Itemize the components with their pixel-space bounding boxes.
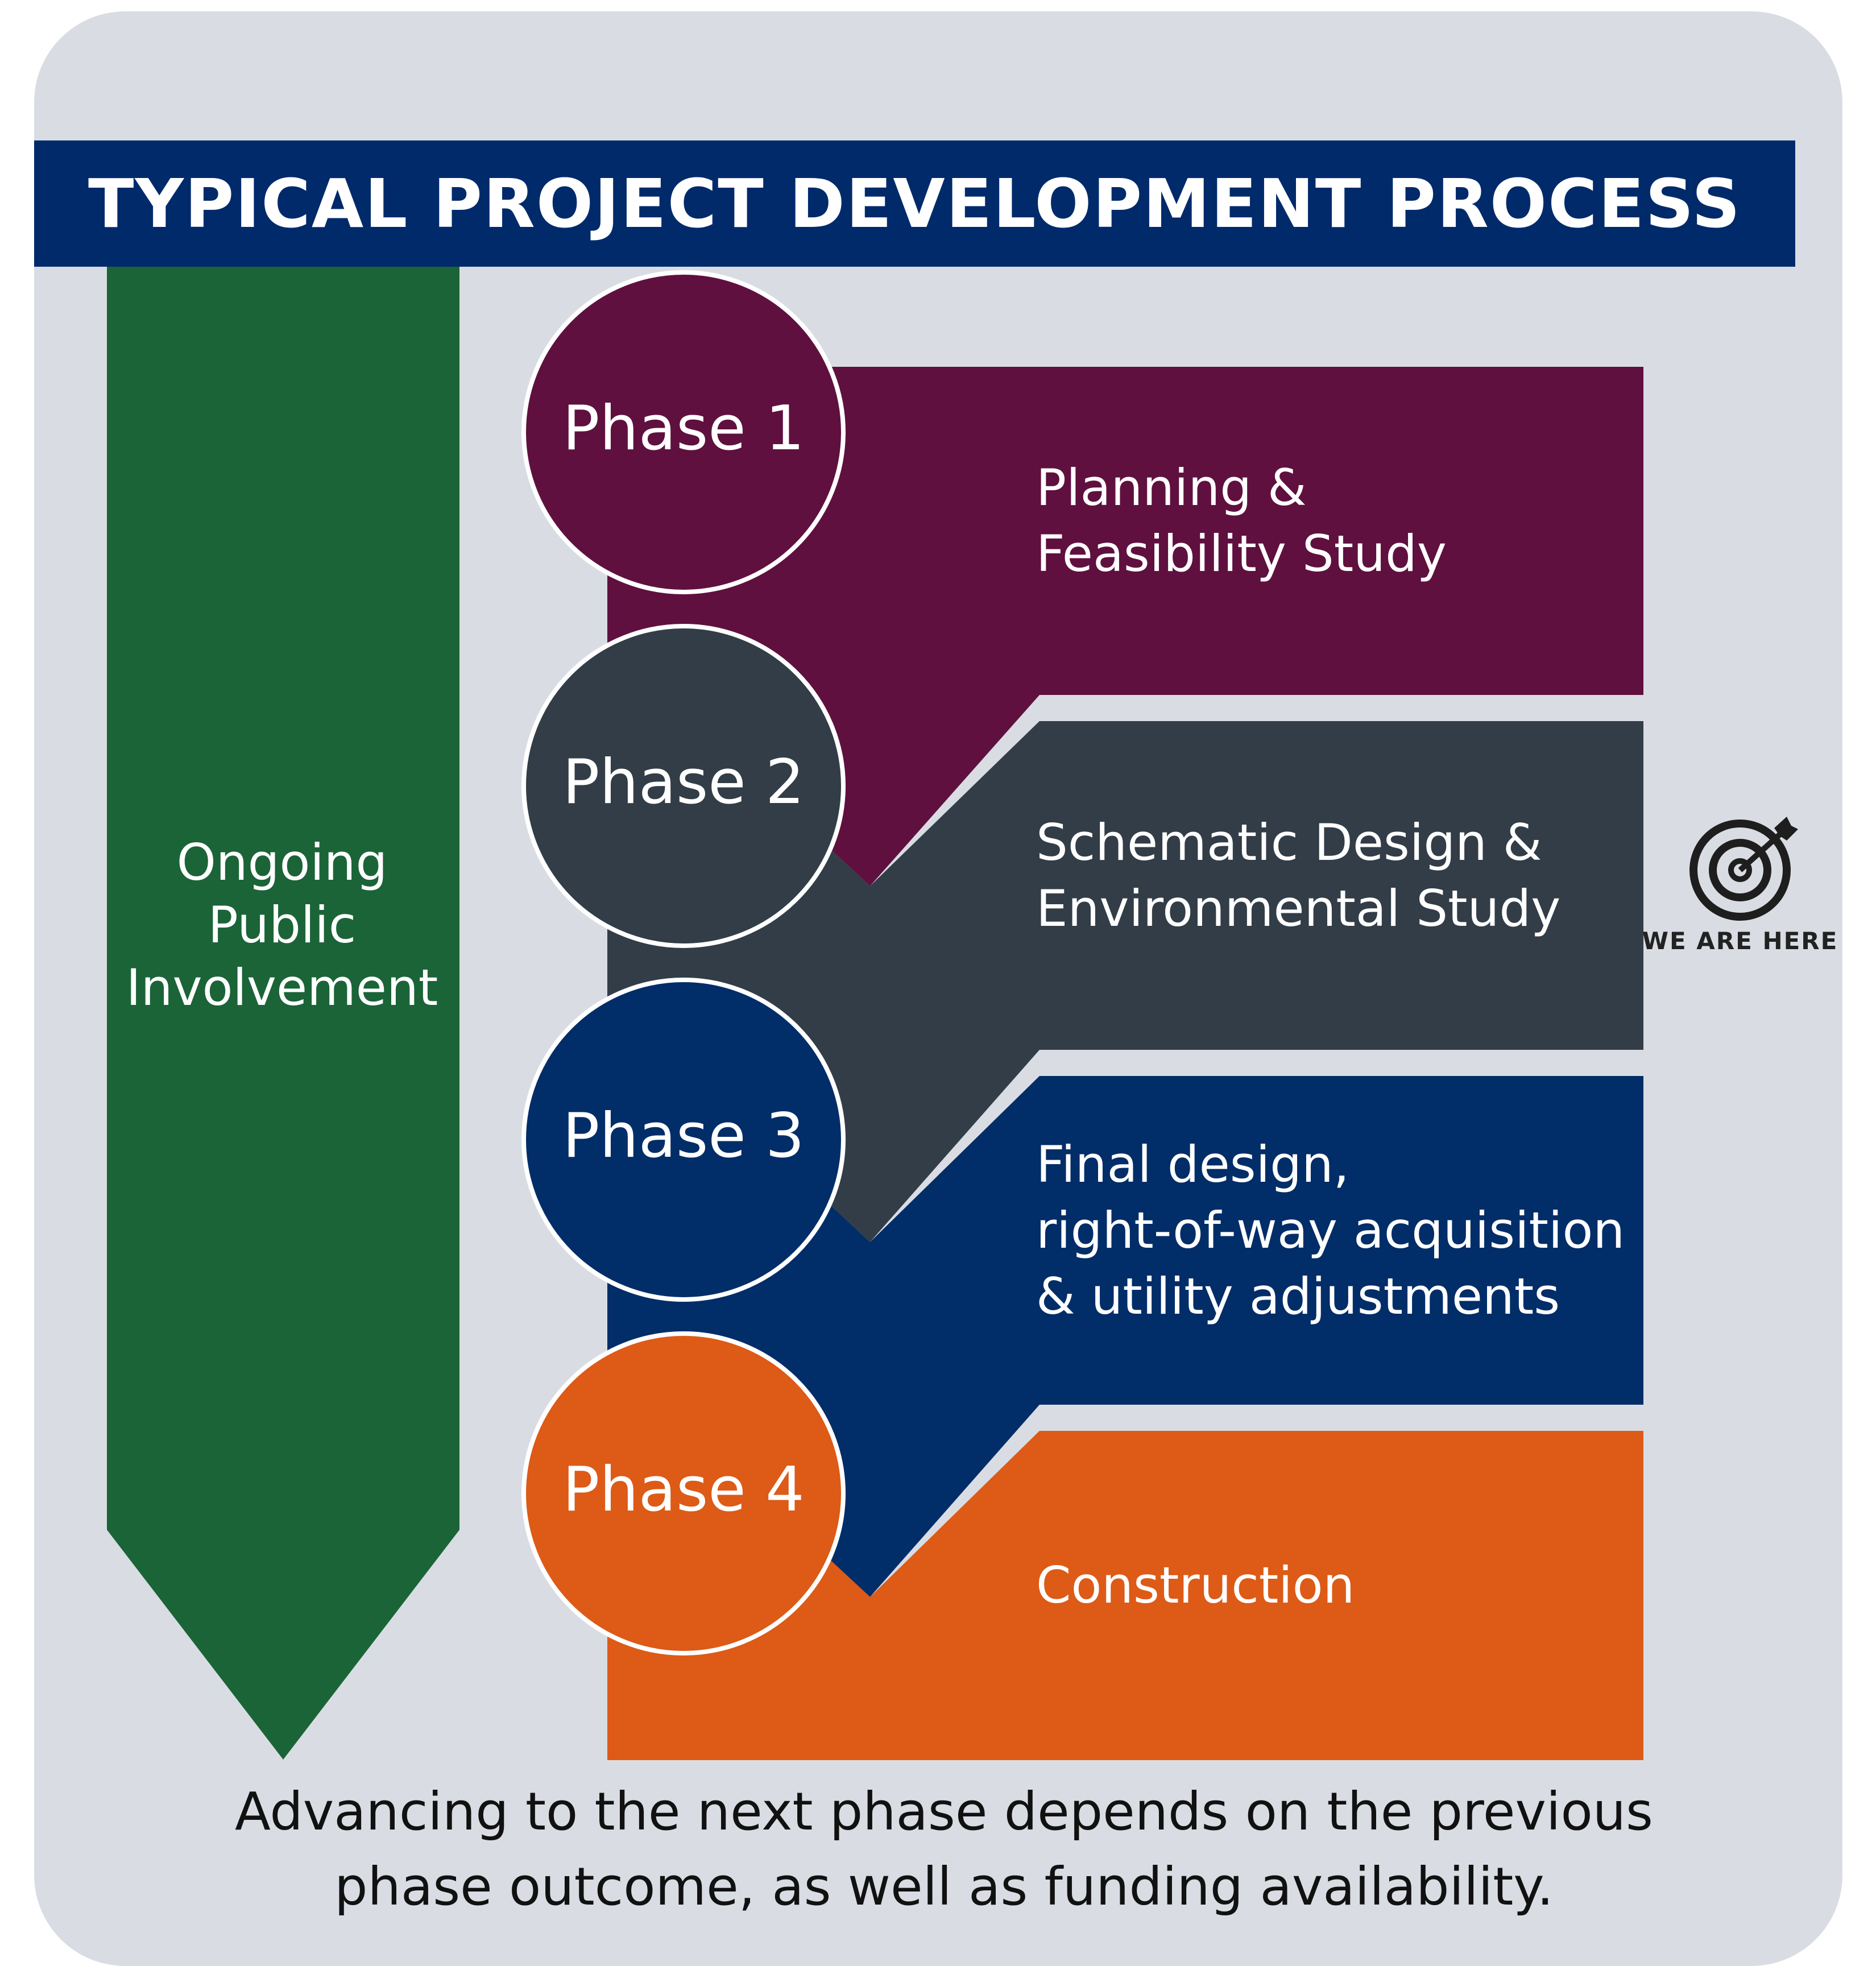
phase-1-description: Planning & Feasibility Study xyxy=(1036,455,1447,587)
phase-2-label: Phase 2 xyxy=(562,747,805,818)
description-line: Environmental Study xyxy=(1036,879,1561,938)
phase-3-band xyxy=(607,996,1643,1597)
target-icon xyxy=(1689,817,1798,921)
phase-3-description: Final design, right-of-way acquisition &… xyxy=(1036,1132,1625,1330)
description-line: Construction xyxy=(1036,1556,1355,1615)
description-line: Feasibility Study xyxy=(1036,524,1447,583)
public-involvement-arrow xyxy=(107,267,459,1760)
description-line: Final design, xyxy=(1036,1135,1349,1194)
phase-2-description: Schematic Design & Environmental Study xyxy=(1036,810,1560,942)
footer-line: phase outcome, as well as funding availa… xyxy=(334,1856,1554,1917)
public-involvement-label: Ongoing Public Involvement xyxy=(106,831,458,1019)
description-line: Schematic Design & xyxy=(1036,813,1542,872)
we-are-here-label: WE ARE HERE xyxy=(1642,927,1838,955)
description-line: right-of-way acquisition xyxy=(1036,1201,1625,1260)
description-line: Planning & xyxy=(1036,458,1307,517)
phase-1-band xyxy=(607,367,1643,886)
phase-1-circle xyxy=(521,270,846,594)
public-involvement-line: Involvement xyxy=(126,958,438,1017)
public-involvement-line: Public xyxy=(208,896,357,954)
title-bar: TYPICAL PROJECT DEVELOPMENT PROCESS xyxy=(34,140,1795,267)
we-are-here-marker: WE ARE HERE xyxy=(1638,813,1842,961)
phase-3-circle xyxy=(521,978,846,1302)
phase-4-description: Construction xyxy=(1036,1553,1355,1619)
phase-4-band xyxy=(607,1351,1643,1760)
phase-2-circle xyxy=(521,624,846,948)
phase-4-circle xyxy=(521,1331,846,1655)
phase-1-label: Phase 1 xyxy=(562,393,805,464)
page-title: TYPICAL PROJECT DEVELOPMENT PROCESS xyxy=(88,164,1741,243)
phase-2-band xyxy=(607,641,1643,1242)
footer-line: Advancing to the next phase depends on t… xyxy=(235,1781,1653,1842)
phase-4-label: Phase 4 xyxy=(562,1454,805,1525)
description-line: & utility adjustments xyxy=(1036,1267,1560,1326)
footer-note: Advancing to the next phase depends on t… xyxy=(148,1774,1740,1924)
phase-3-label: Phase 3 xyxy=(562,1100,805,1172)
public-involvement-line: Ongoing xyxy=(176,833,388,892)
